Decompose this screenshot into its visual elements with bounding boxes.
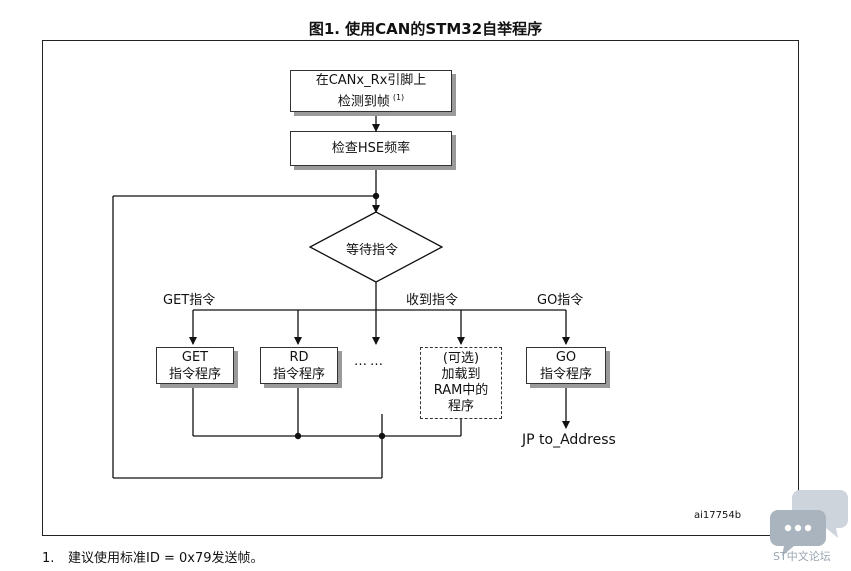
get-routine-line1: GET bbox=[181, 349, 209, 365]
wait-command-diamond bbox=[308, 211, 444, 283]
optional-ram-line2: 加载到 bbox=[441, 367, 481, 382]
optional-ram-line4: 程序 bbox=[447, 399, 474, 414]
optional-ram-box: (可选) 加载到 RAM中的 程序 bbox=[420, 347, 502, 419]
detect-frame-box: 在CANx_Rx引脚上 检测到帧(1) bbox=[290, 70, 452, 112]
go-routine-line1: GO bbox=[555, 349, 577, 365]
footnote-marker: (1) bbox=[392, 92, 405, 102]
optional-ram-line3: RAM中的 bbox=[433, 383, 489, 398]
chat-bubbles-icon bbox=[770, 490, 848, 556]
jump-to-address-label: JP to_Address bbox=[522, 432, 616, 448]
go-routine-line2: 指令程序 bbox=[539, 366, 592, 382]
get-routine-box: GET 指令程序 bbox=[156, 347, 234, 384]
branch-label-go: GO指令 bbox=[537, 293, 584, 308]
detect-frame-line2: 检测到帧 bbox=[337, 94, 390, 110]
footnote-text: 建议使用标准ID = 0x79发送帧。 bbox=[68, 551, 264, 566]
watermark-text: ST中文论坛 bbox=[773, 550, 831, 563]
rd-routine-line2: 指令程序 bbox=[272, 366, 325, 382]
detect-frame-line1: 在CANx_Rx引脚上 bbox=[315, 72, 427, 88]
diagram-frame bbox=[42, 40, 799, 536]
more-commands-ellipsis: …… bbox=[354, 354, 386, 369]
wait-command-label: 等待指令 bbox=[346, 243, 399, 258]
optional-ram-line1: (可选) bbox=[442, 351, 480, 366]
figure-title: 图1. 使用CAN的STM32自举程序 bbox=[308, 20, 543, 38]
check-hse-label: 检查HSE频率 bbox=[331, 141, 411, 156]
branch-label-get: GET指令 bbox=[163, 293, 216, 308]
rd-routine-box: RD 指令程序 bbox=[260, 347, 338, 384]
figure-reference-id: ai17754b bbox=[694, 510, 742, 521]
rd-routine-line1: RD bbox=[289, 349, 309, 365]
footnote: 1. 建议使用标准ID = 0x79发送帧。 bbox=[42, 547, 264, 566]
get-routine-line2: 指令程序 bbox=[168, 366, 221, 382]
go-routine-box: GO 指令程序 bbox=[526, 347, 606, 384]
footnote-number: 1. bbox=[42, 551, 55, 566]
branch-label-received: 收到指令 bbox=[406, 293, 459, 308]
check-hse-box: 检查HSE频率 bbox=[290, 131, 452, 166]
